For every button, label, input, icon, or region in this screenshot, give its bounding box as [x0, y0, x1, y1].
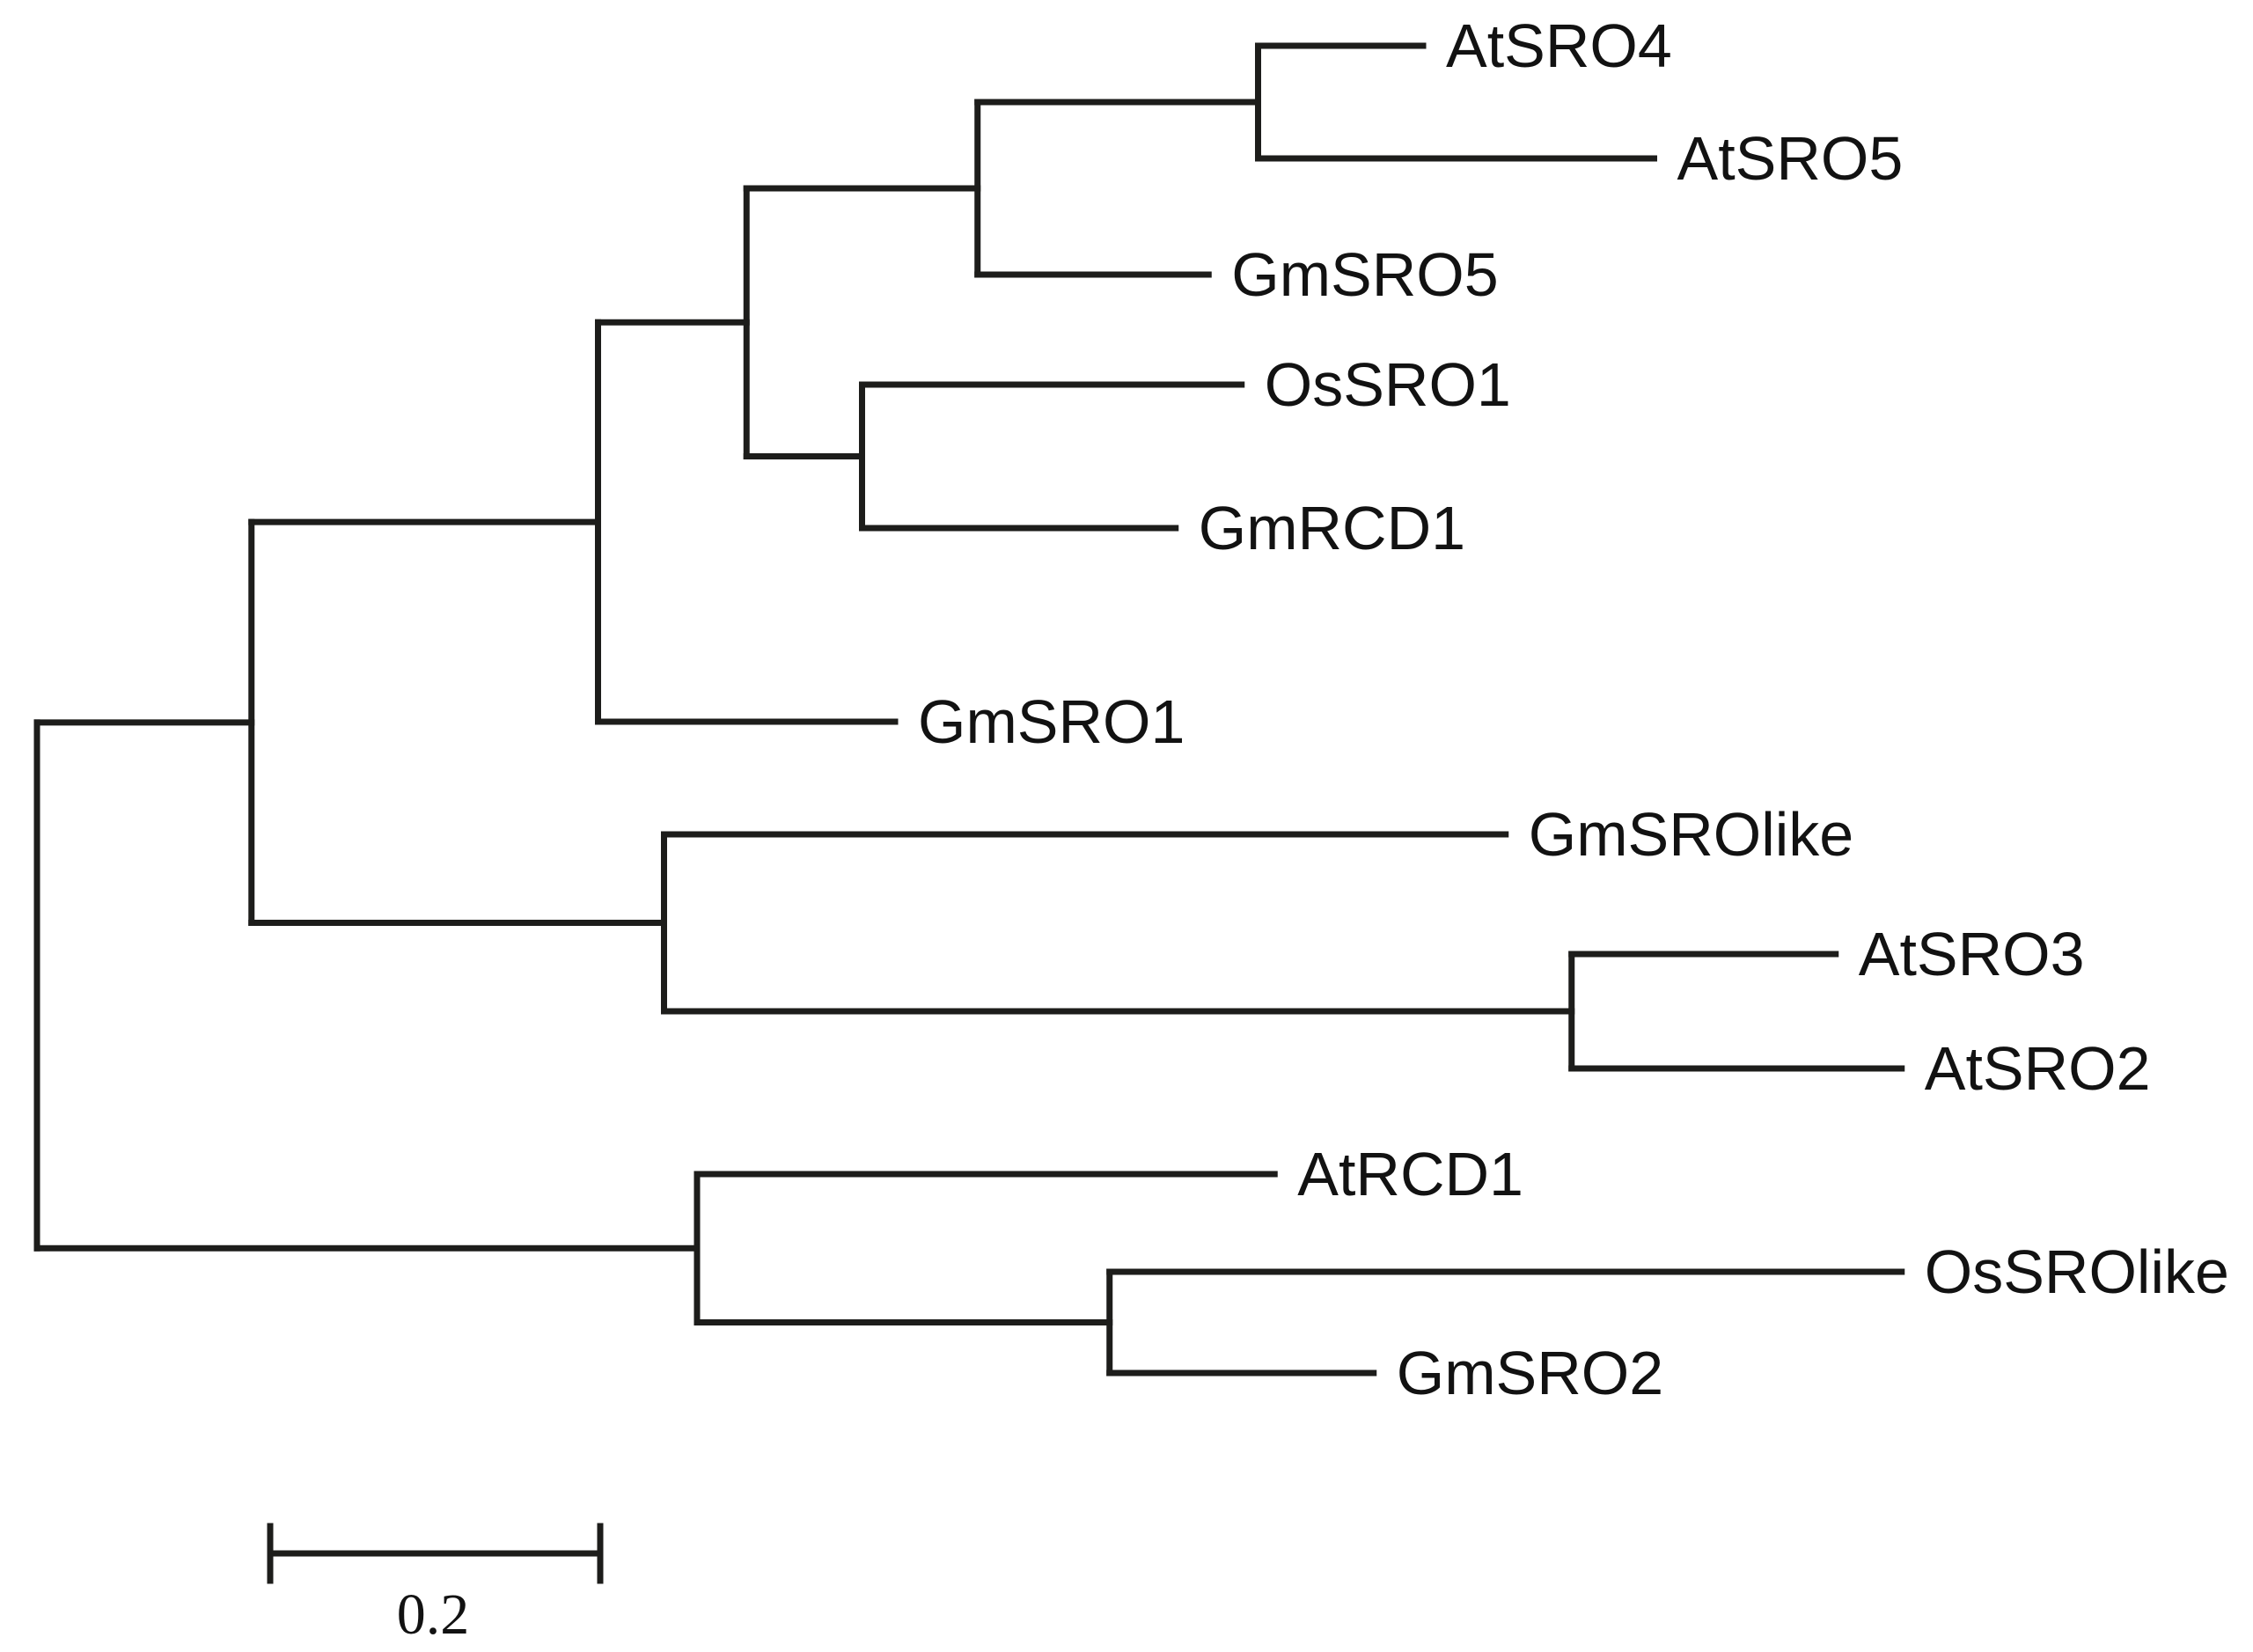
scale-bar: 0.2	[397, 1582, 470, 1647]
taxon-label-GmRCD1: GmRCD1	[1199, 494, 1465, 562]
taxon-label-AtSRO5: AtSRO5	[1677, 124, 1904, 193]
taxon-labels: AtSRO4AtSRO5GmSRO5OsSRO1GmRCD1GmSRO1GmSR…	[918, 11, 2229, 1407]
scale-bar-label: 0.2	[397, 1582, 470, 1647]
taxon-label-AtSRO3: AtSRO3	[1859, 920, 2085, 988]
tree-branches	[33, 42, 1905, 1584]
taxon-label-AtSRO4: AtSRO4	[1446, 11, 1672, 80]
taxon-label-AtSRO2: AtSRO2	[1925, 1034, 2151, 1103]
taxon-label-OsSRO1: OsSRO1	[1265, 350, 1511, 419]
taxon-label-GmSRO5: GmSRO5	[1231, 240, 1498, 309]
taxon-label-OsSROlike: OsSROlike	[1925, 1237, 2229, 1306]
taxon-label-GmSROlike: GmSROlike	[1529, 800, 1853, 869]
taxon-label-AtRCD1: AtRCD1	[1297, 1140, 1523, 1208]
taxon-label-GmSRO1: GmSRO1	[918, 687, 1185, 756]
taxon-label-GmSRO2: GmSRO2	[1397, 1339, 1663, 1407]
